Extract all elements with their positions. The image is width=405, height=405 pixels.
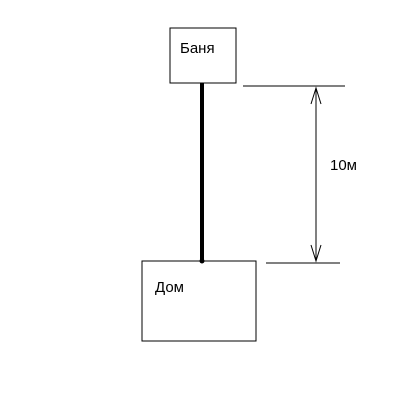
- dimension-arrow-bottom: [310, 244, 322, 263]
- dom-box: [141, 260, 257, 342]
- dom-label: Дом: [155, 279, 184, 296]
- dimension-label: 10м: [330, 157, 357, 174]
- banya-label: Баня: [180, 40, 215, 57]
- dimension-arrow-top: [310, 86, 322, 105]
- connection-endpoint: [199, 258, 205, 264]
